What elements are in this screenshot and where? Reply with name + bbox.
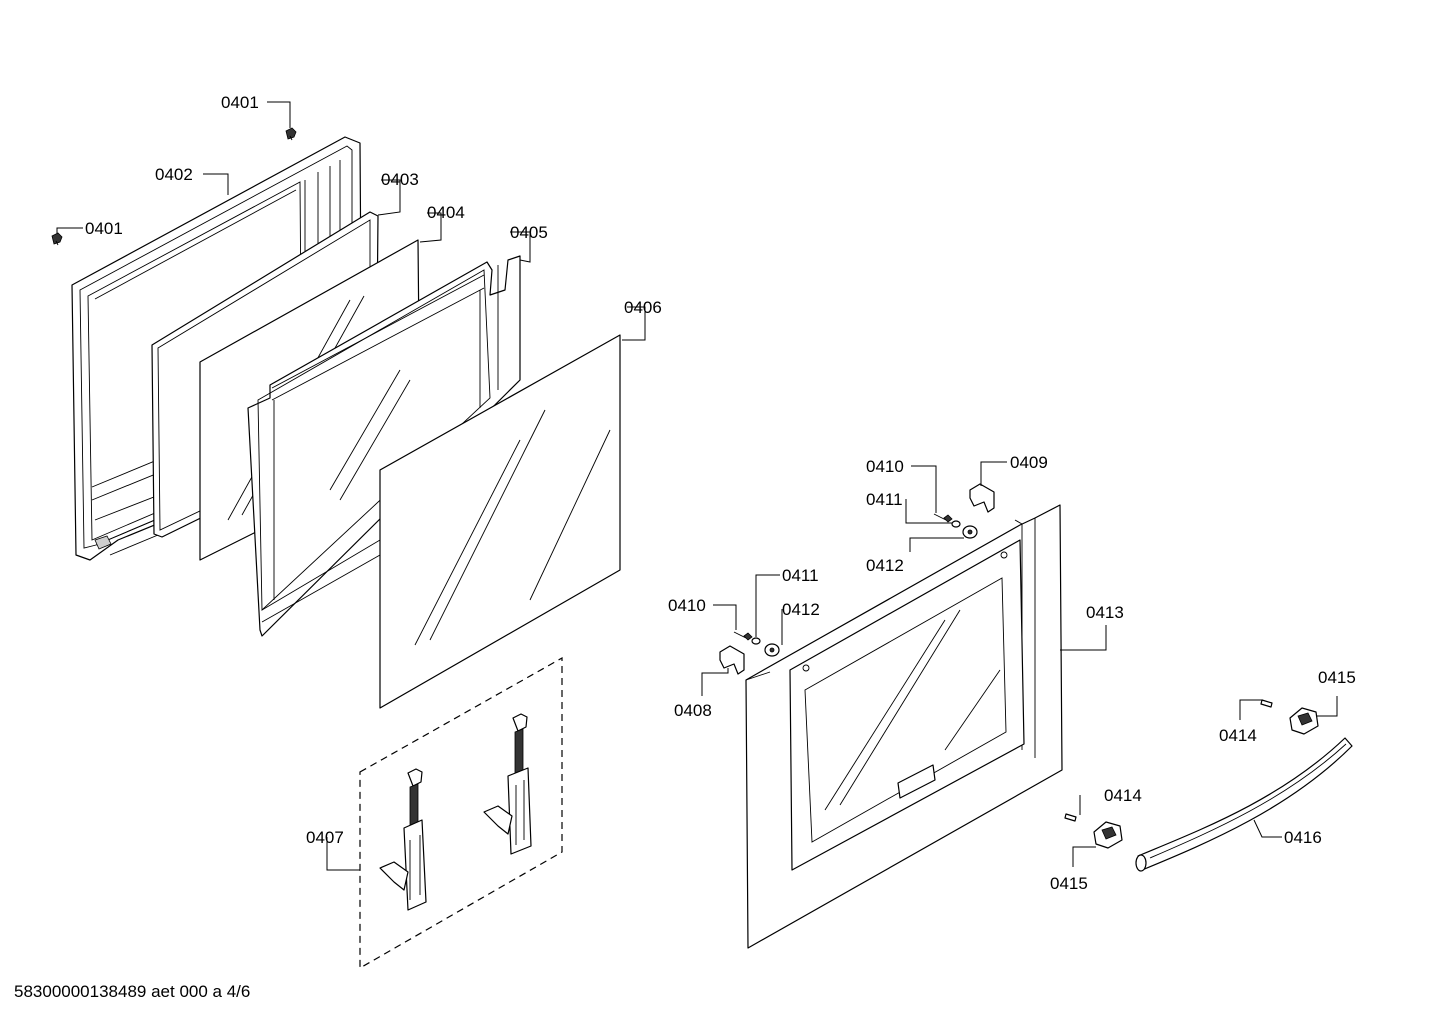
callout-0408: 0408 (674, 701, 712, 720)
callout-0406: 0406 (624, 298, 662, 317)
bracket-0408 (719, 645, 745, 675)
washer-0411-left (751, 637, 761, 645)
outer-glass-0406 (379, 334, 621, 709)
callout-0407: 0407 (306, 828, 344, 847)
callout-0409: 0409 (1010, 453, 1048, 472)
end-cap-0415-top (1289, 707, 1319, 735)
pin-0414-top (1260, 699, 1273, 708)
screw-0401-left (51, 232, 63, 246)
callout-0412-left: 0412 (782, 600, 820, 619)
callout-0414-top: 0414 (1219, 726, 1257, 745)
screw-0410-top (933, 513, 953, 523)
callout-0401-top: 0401 (221, 93, 259, 112)
leader-lines (56, 101, 1338, 871)
diagram-code: 58300000138489 aet 000 a 4/6 (14, 982, 250, 1001)
callout-0410-left: 0410 (668, 596, 706, 615)
callout-0402: 0402 (155, 165, 193, 184)
callout-0403: 0403 (381, 170, 419, 189)
end-cap-0415-bottom (1093, 821, 1123, 849)
callout-labels: 0401 0401 0402 0403 0404 0405 0406 0407 … (85, 93, 1356, 893)
callout-0414-bottom: 0414 (1104, 786, 1142, 805)
hinge-left (379, 768, 427, 911)
hinge-set-0407 (359, 656, 563, 970)
callout-0411-left: 0411 (782, 566, 819, 585)
door-panel-0413 (745, 504, 1063, 949)
hinge-right (483, 713, 532, 855)
bracket-0409 (969, 483, 995, 513)
bushing-0412-left (764, 643, 780, 657)
bushing-0412-top (962, 525, 978, 539)
callout-0404: 0404 (427, 203, 465, 222)
callout-0411-top: 0411 (866, 490, 903, 509)
callout-0410-top: 0410 (866, 457, 904, 476)
callout-0405: 0405 (510, 223, 548, 242)
handle-bar-0416 (1135, 737, 1353, 872)
callout-0416: 0416 (1284, 828, 1322, 847)
callout-0401-left: 0401 (85, 219, 123, 238)
screw-0410-left (733, 631, 753, 641)
screw-0401-top (285, 127, 297, 141)
callout-0415-top: 0415 (1318, 668, 1356, 687)
callout-0415-bottom: 0415 (1050, 874, 1088, 893)
washer-0411-top (951, 520, 961, 528)
callout-0412-top: 0412 (866, 556, 904, 575)
callout-0413: 0413 (1086, 603, 1124, 622)
pin-0414-bottom (1064, 813, 1077, 822)
glass-holder-0405 (247, 255, 521, 637)
